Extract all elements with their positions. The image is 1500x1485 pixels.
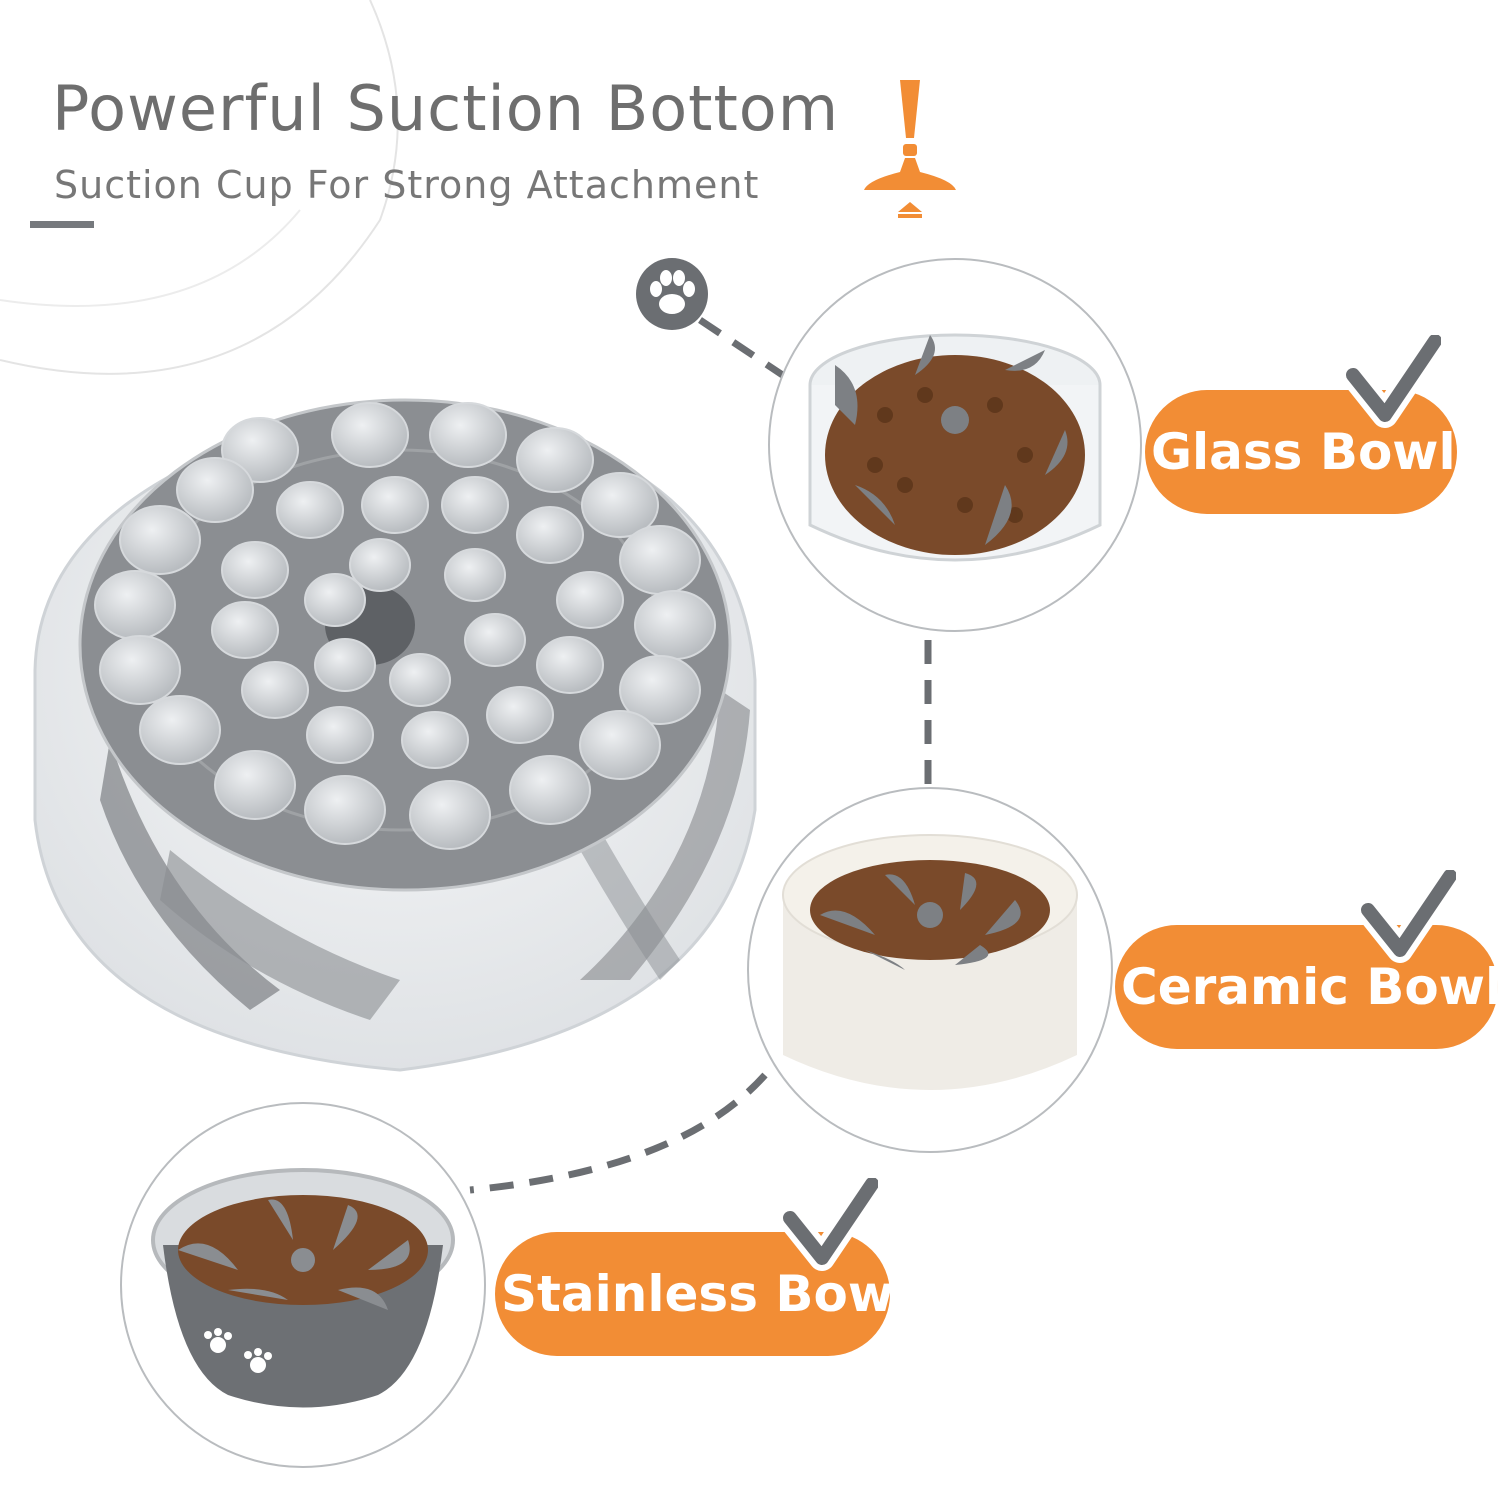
check-icon (1360, 870, 1456, 963)
stainless-bowl-text: Stainless Bowl (501, 1265, 912, 1323)
glass-bowl-image (768, 258, 1142, 632)
subtitle-underline (30, 221, 94, 228)
page-subtitle: Suction Cup For Strong Attachment (54, 163, 760, 207)
suction-cup-icon (864, 80, 956, 218)
glass-bowl-label: Glass Bowl (1145, 390, 1457, 514)
ceramic-bowl-label: Ceramic Bowl (1115, 925, 1500, 1049)
ceramic-bowl-text: Ceramic Bowl (1121, 958, 1500, 1016)
check-icon (1345, 335, 1441, 428)
slow-feeder-bottom-image (33, 398, 757, 1072)
ceramic-bowl-image (747, 787, 1113, 1153)
stainless-bowl-image (120, 1102, 486, 1468)
paw-icon (636, 258, 708, 330)
glass-bowl-text: Glass Bowl (1151, 423, 1456, 481)
check-icon (782, 1178, 878, 1271)
page-title: Powerful Suction Bottom (52, 72, 840, 145)
